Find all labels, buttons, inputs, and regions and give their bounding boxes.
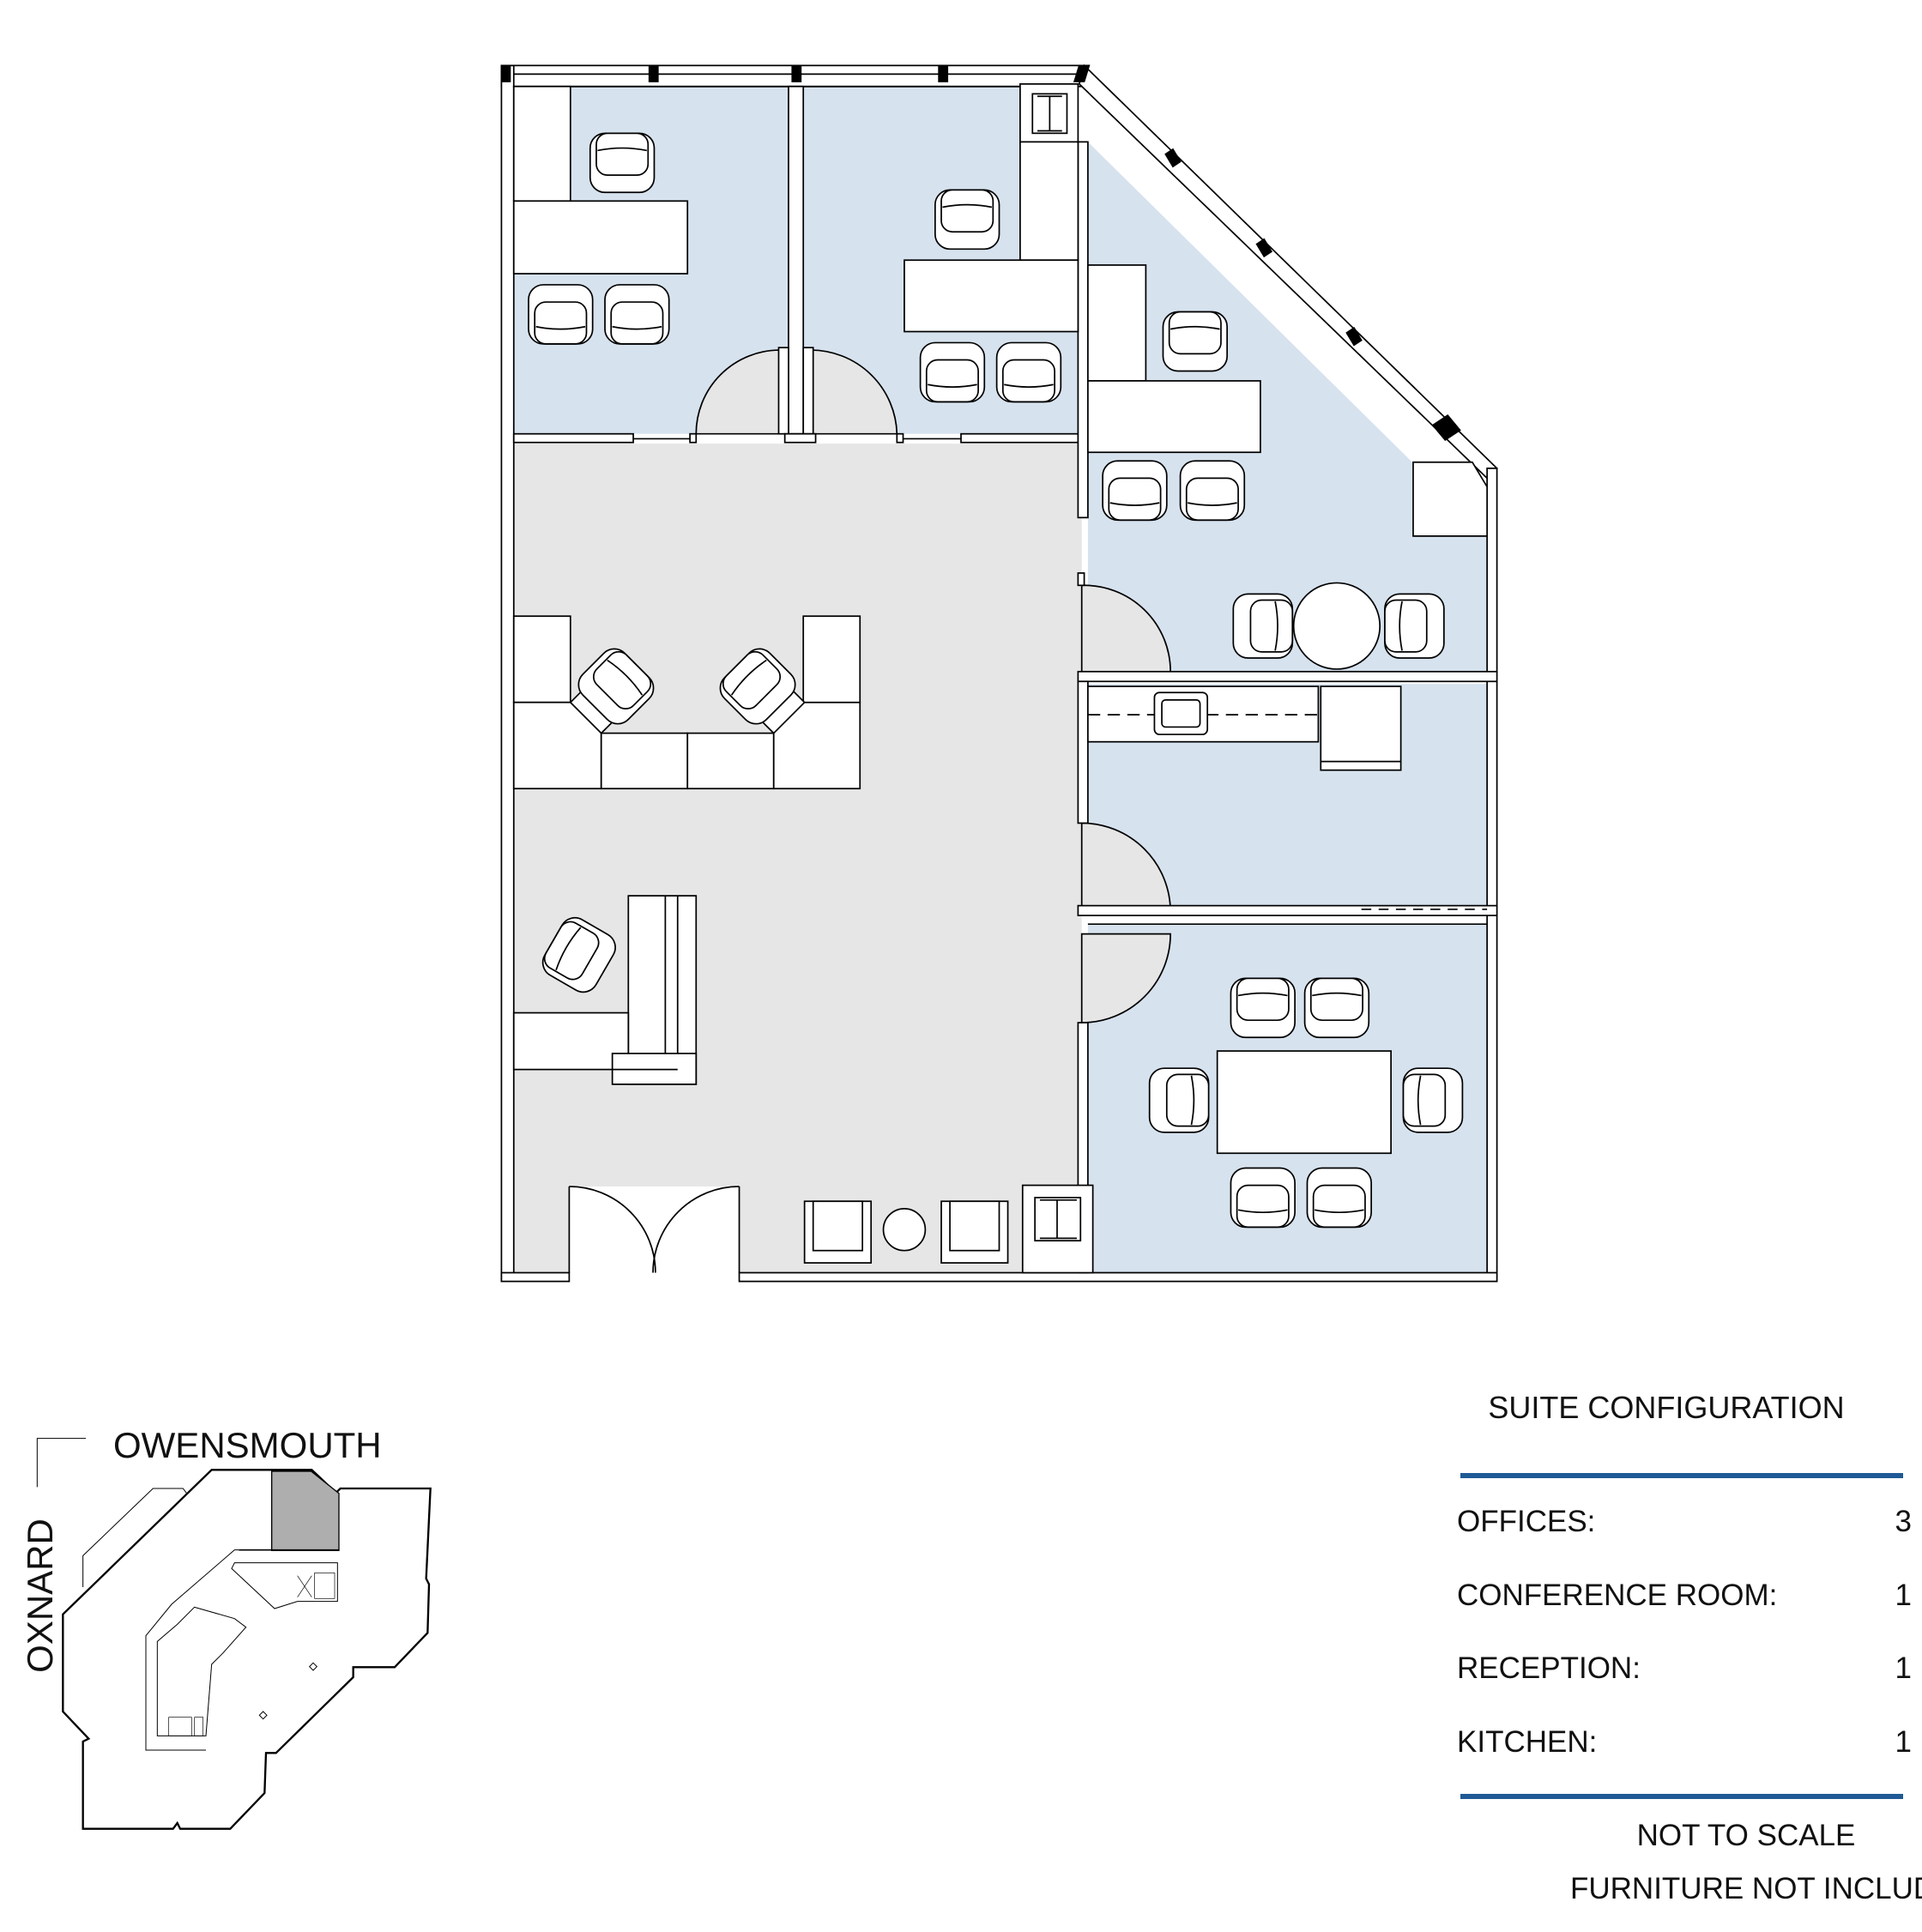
desk [512, 200, 689, 275]
leader-line [36, 1438, 86, 1488]
chair-icon [919, 341, 986, 403]
credenza [1087, 264, 1147, 382]
chair-icon [1303, 977, 1370, 1039]
building-column [1019, 83, 1079, 143]
chair-icon [1148, 1067, 1210, 1133]
chair-icon [577, 648, 655, 725]
chair-icon [1230, 977, 1296, 1039]
chair-icon [1162, 311, 1229, 372]
config-row-kitchen: KITCHEN: 1 [1457, 1727, 1912, 1757]
entry-door-right [652, 1186, 740, 1273]
divider-top [1460, 1473, 1903, 1478]
chair-icon [1232, 593, 1294, 659]
chair-icon [1306, 1167, 1373, 1229]
row-label: KITCHEN: [1457, 1725, 1598, 1759]
chair-icon [589, 132, 656, 194]
window-mullions [500, 64, 1461, 442]
suite-configuration-title-text: SUITE CONFIGURATION [1488, 1390, 1845, 1425]
row-value: 3 [1895, 1505, 1912, 1538]
desk [904, 259, 1079, 333]
note-not-to-scale: NOT TO SCALE [1636, 1819, 1856, 1852]
street-label-oxnard: OXNARD [20, 1518, 60, 1673]
note-furniture-not-included: FURNITURE NOT INCLUDED [1570, 1872, 1922, 1905]
row-value: 1 [1895, 1725, 1912, 1759]
chair-icon [934, 189, 1000, 251]
office-3 [1087, 142, 1488, 676]
chair-icon [719, 648, 796, 725]
refrigerator [1320, 685, 1402, 771]
reception-area [513, 444, 1082, 1273]
chair-icon [528, 284, 594, 345]
street-label-owensmouth: OWENSMOUTH [113, 1425, 382, 1465]
chair-icon [1179, 460, 1246, 522]
row-value: 1 [1895, 1651, 1912, 1685]
chair-icon [604, 284, 670, 345]
config-row-conference: CONFERENCE ROOM: 1 [1457, 1580, 1912, 1610]
building-column [1412, 461, 1488, 537]
chair-icon [1102, 460, 1168, 522]
chair-icon [541, 916, 616, 993]
config-row-offices: OFFICES: 3 [1457, 1506, 1912, 1537]
chair-icon [1402, 1067, 1464, 1133]
chair-icon [1230, 1167, 1296, 1229]
config-row-reception: RECEPTION: 1 [1457, 1653, 1912, 1683]
side-table [882, 1208, 927, 1252]
credenza [512, 85, 571, 202]
chairs [528, 132, 1464, 1229]
furniture [512, 85, 1488, 1264]
building-core [231, 1562, 338, 1609]
key-plan-map [36, 1438, 432, 1830]
desk [1087, 380, 1261, 454]
interior-walls [512, 85, 1498, 1274]
row-label: OFFICES: [1457, 1505, 1596, 1538]
credenza [1019, 141, 1079, 262]
entry-door-left [569, 1186, 656, 1273]
chair-icon [995, 341, 1062, 403]
conference-table [1216, 1050, 1392, 1155]
divider-bottom [1460, 1794, 1903, 1799]
highlighted-suite [271, 1470, 340, 1551]
row-value: 1 [1895, 1579, 1912, 1612]
row-label: RECEPTION: [1457, 1651, 1641, 1685]
building-outline [62, 1469, 432, 1830]
building-core [156, 1606, 247, 1736]
row-label: CONFERENCE ROOM: [1457, 1579, 1778, 1612]
round-table [1292, 582, 1381, 670]
chair-icon [1384, 593, 1445, 659]
building-column [1021, 1184, 1094, 1274]
suite-configuration-title: SUITE CONFIGURATION [1442, 1392, 1922, 1423]
